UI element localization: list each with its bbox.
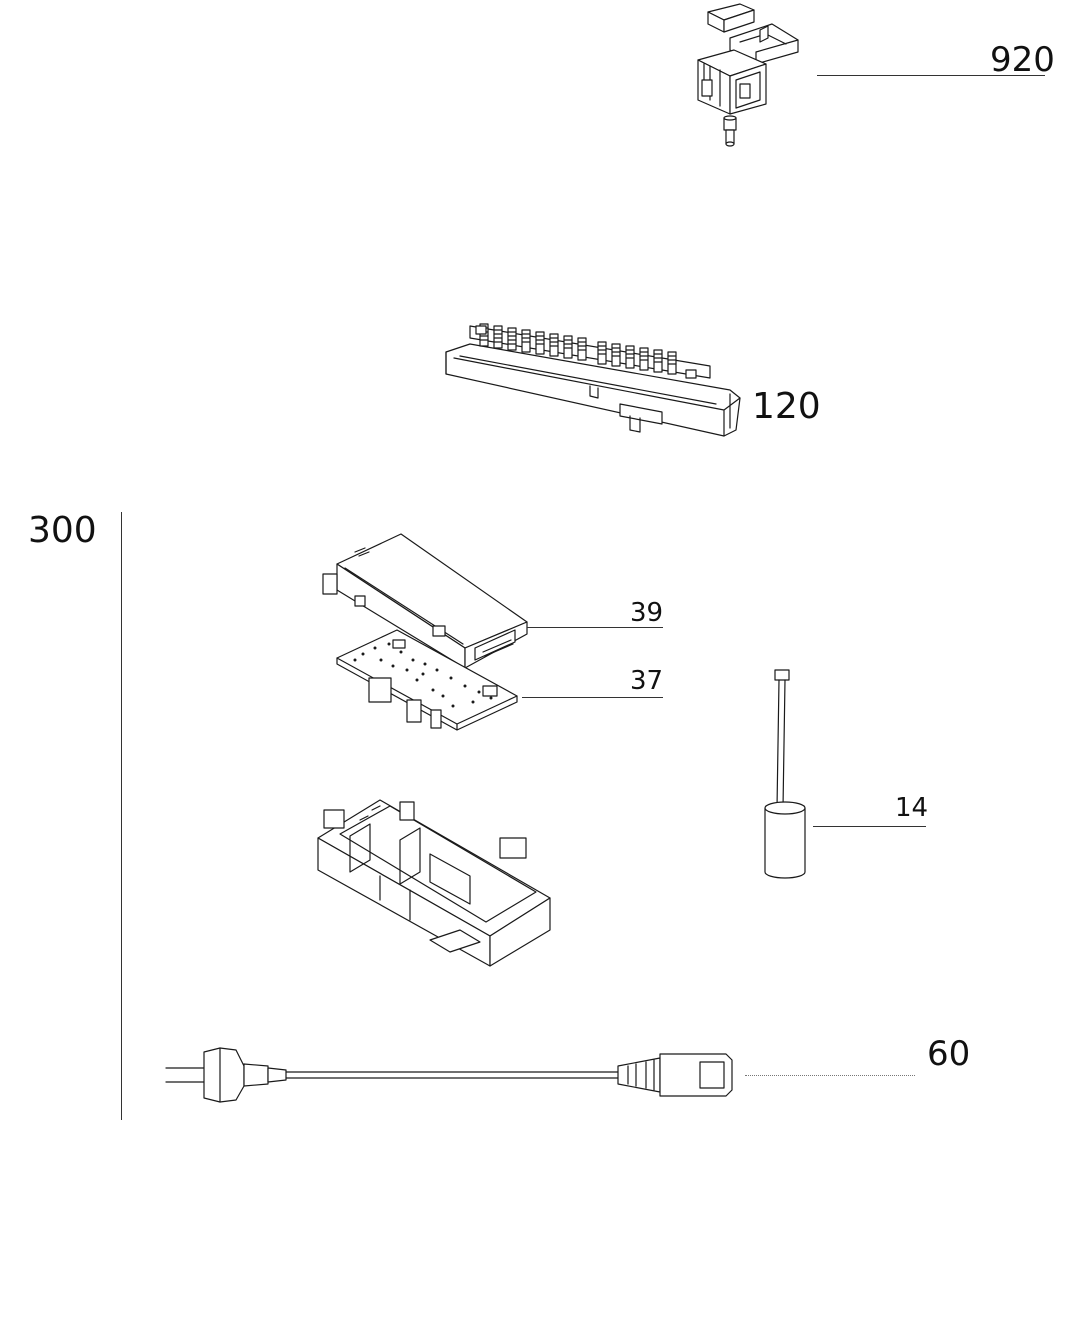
housing-frame-drawing <box>317 799 551 967</box>
part-60-drawing <box>165 1047 733 1103</box>
part-label-120: 120 <box>752 386 821 427</box>
part-label-14: 14 <box>895 793 929 823</box>
part-label-37: 37 <box>630 666 664 696</box>
leader-39 <box>527 627 663 628</box>
part-37-drawing <box>336 629 518 731</box>
group-label-300: 300 <box>28 510 97 551</box>
part-120-drawing <box>445 323 741 437</box>
part-label-920: 920 <box>990 40 1055 80</box>
leader-920 <box>817 75 1045 76</box>
part-14-drawing <box>764 669 806 879</box>
part-label-39: 39 <box>630 598 664 628</box>
leader-14 <box>813 826 926 827</box>
part-label-60: 60 <box>927 1034 971 1074</box>
leader-37 <box>522 697 663 698</box>
leader-60 <box>745 1075 915 1076</box>
part-920-drawing <box>697 3 799 147</box>
part-39-drawing <box>322 533 528 669</box>
group-300-bracket <box>121 512 122 1120</box>
